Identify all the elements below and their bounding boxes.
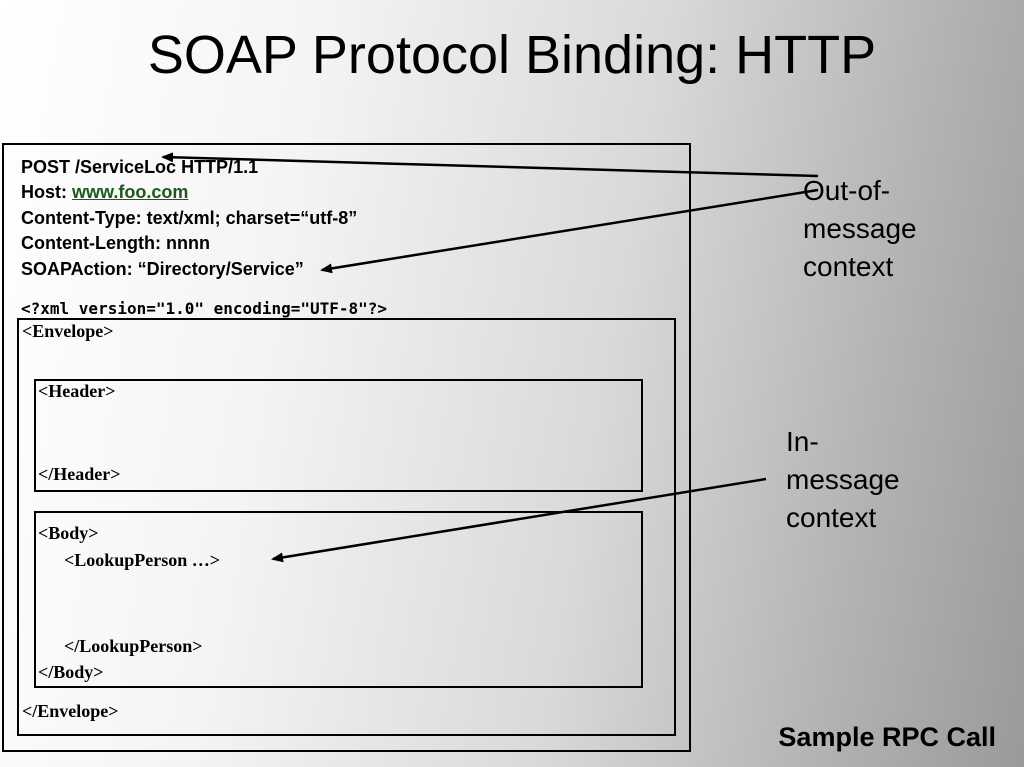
arrow-to-post-line [161, 152, 819, 178]
out-of-message-context-label: Out-of- message context [803, 175, 917, 282]
arrow-to-lookup-person [271, 477, 767, 563]
header-box [34, 379, 643, 492]
http-message-box [2, 143, 691, 752]
http-post-line: POST /ServiceLoc HTTP/1.1 [21, 157, 259, 177]
slide-title: SOAP Protocol Binding: HTTP [147, 25, 877, 85]
arrow-to-soapaction-line [320, 188, 819, 274]
host-label: Host: [21, 182, 72, 202]
lookup-person-open-tag: <LookupPerson …> [64, 550, 221, 570]
lookup-person-close-tag: </LookupPerson> [64, 636, 203, 656]
xml-declaration: <?xml version="1.0" encoding="UTF-8"?> [21, 299, 388, 318]
host-link[interactable]: www.foo.com [72, 182, 189, 202]
header-open-tag: <Header> [38, 381, 116, 401]
http-host-line: Host: www.foo.com [21, 181, 188, 203]
body-box [34, 511, 643, 688]
envelope-open-tag: <Envelope> [22, 321, 114, 341]
envelope-box [17, 318, 676, 736]
body-close-tag: </Body> [38, 662, 104, 682]
http-content-length-line: Content-Length: nnnn [21, 233, 210, 253]
http-soapaction-line: SOAPAction: “Directory/Service” [21, 259, 304, 279]
header-close-tag: </Header> [38, 464, 121, 484]
http-content-type-line: Content-Type: text/xml; charset=“utf-8” [21, 208, 358, 228]
in-message-context-label: In- message context [786, 426, 900, 533]
envelope-close-tag: </Envelope> [22, 701, 119, 721]
body-open-tag: <Body> [38, 523, 99, 543]
slide-footer-caption: Sample RPC Call [778, 722, 996, 752]
